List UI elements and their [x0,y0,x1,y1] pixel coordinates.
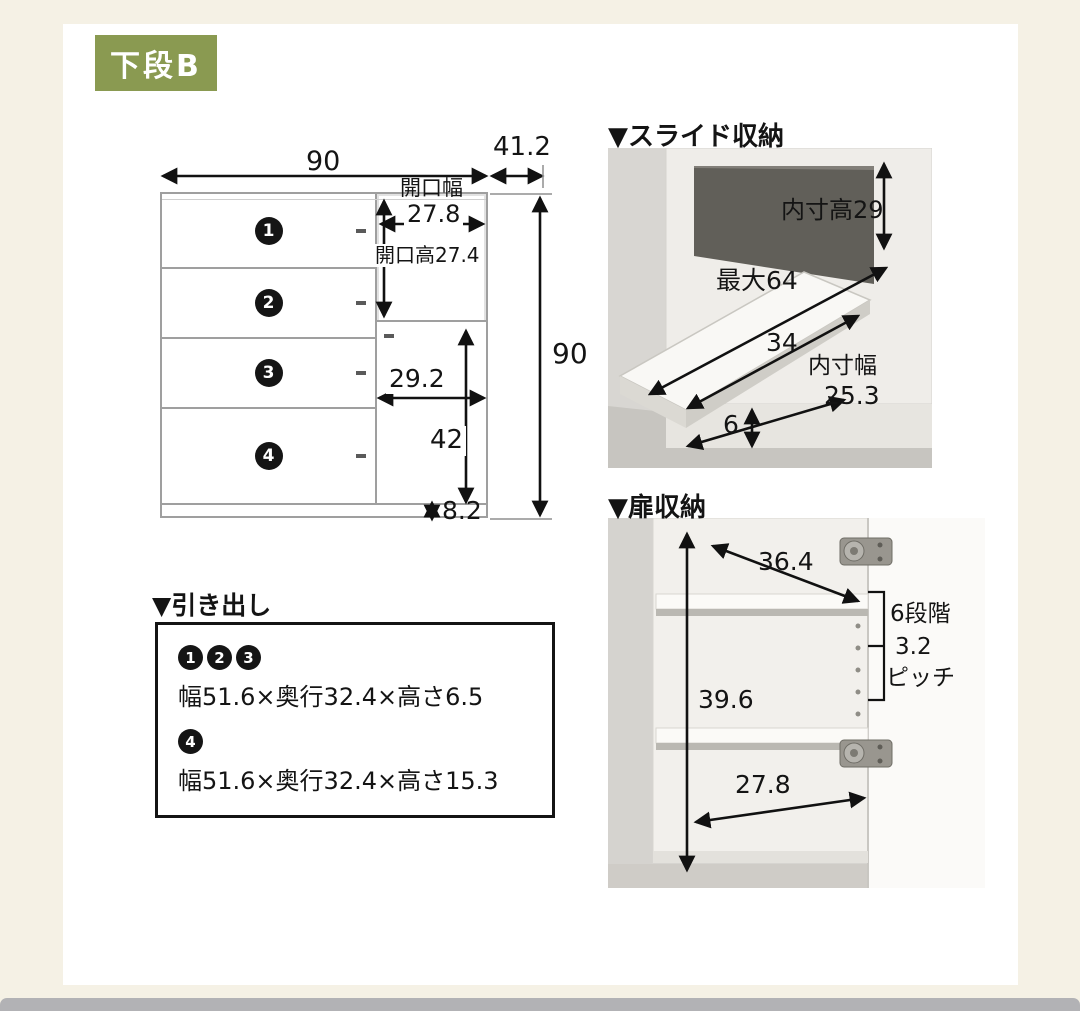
hinge-bottom-icon [839,739,893,768]
depth-dimension: 41.2 [493,132,551,162]
drawer-3: 3 [162,339,375,409]
door-storage-title: ▼扉収納 [608,493,706,523]
slide-clearance-dimension: 6 [723,410,739,439]
height-dimension: 90 [552,337,588,370]
drawer-1-number: 1 [254,216,283,245]
drawer-1: 1 [162,194,375,269]
opening-height-dimension: 開口高27.4 [372,244,483,267]
spec-number-2: 2 [207,645,232,670]
spec-number-4: 4 [178,729,203,754]
pitch-label-line2: 3.2 [895,634,932,660]
drawer-4-handle-icon [356,454,366,458]
opening-width-value: 27.8 [404,200,464,229]
door-width-dimension: 29.2 [386,364,448,394]
hinge-top-icon [839,537,893,566]
pitch-label-line1: 6段階 [890,601,951,627]
cabinet-front-view: 1 2 3 4 [160,192,488,518]
slide-storage-title: ▼スライド収納 [608,122,784,152]
width-dimension: 90 [306,146,341,177]
spec-group2-numbers: 4 [178,729,532,754]
cabinet-body: 1 2 3 4 [160,192,488,505]
cabinet-base [160,505,488,518]
slide-depth-dimension: 34 [766,328,798,357]
door-inner-height-dimension: 39.6 [698,685,754,714]
drawer-3-handle-icon [356,371,366,375]
spec-number-3: 3 [236,645,261,670]
pitch-label-line3: ピッチ [886,665,955,691]
shelf-pin-holes-icon [855,623,861,717]
section-badge: 下段B [95,35,217,91]
opening-width-label: 開口幅 [400,176,463,200]
slide-inner-width-value: 25.3 [824,381,880,410]
door-height-dimension: 42 [427,425,467,456]
spec-group1-dimensions: 幅51.6×奥行32.4×高さ6.5 [178,683,484,711]
slide-inner-width-label: 内寸幅 [808,353,877,379]
door-shelf-width-dimension: 36.4 [758,547,814,576]
drawer-4-number: 4 [254,442,283,470]
cabinet-door [377,322,486,503]
door-handle-icon [384,334,394,338]
drawer-3-number: 3 [254,359,283,387]
drawer-2-number: 2 [254,289,283,317]
bottom-bar [0,998,1080,1011]
slide-max-extension-dimension: 最大64 [716,266,798,295]
cabinet-top-edge [162,199,486,200]
door-bottom-width-dimension: 27.8 [735,770,791,799]
drawer-4: 4 [162,409,375,503]
spec-number-1: 1 [178,645,203,670]
drawer-spec-title: ▼引き出し [152,591,272,620]
base-height-dimension: 8.2 [442,496,482,525]
slide-inner-height-dimension: 内寸高29 [781,196,884,224]
drawer-2: 2 [162,269,375,339]
drawer-2-handle-icon [356,301,366,305]
spec-group2-dimensions: 幅51.6×奥行32.4×高さ15.3 [178,767,499,795]
drawer-1-handle-icon [356,228,366,233]
cabinet-drawer-column: 1 2 3 4 [162,194,377,503]
cabinet-right-column [377,194,486,503]
